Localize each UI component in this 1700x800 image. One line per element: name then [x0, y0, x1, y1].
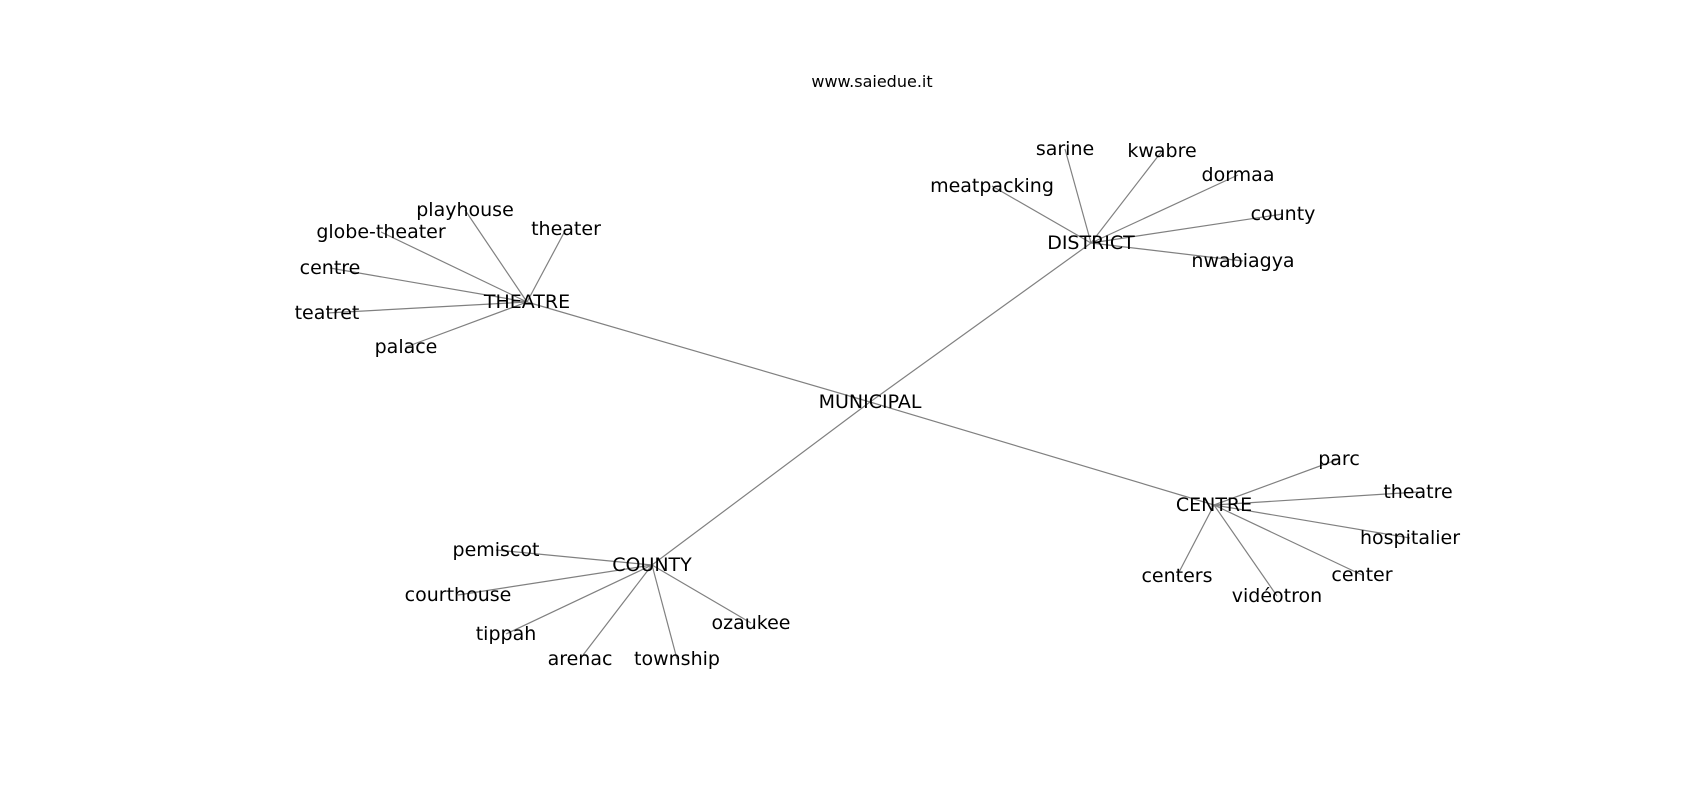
edge-district-leaf	[1090, 213, 1284, 244]
root-node-label: MUNICIPAL	[819, 391, 922, 413]
site-url: www.saiedue.it	[811, 72, 932, 91]
leaf-node-label: courthouse	[405, 584, 512, 606]
edge-county-leaf	[579, 564, 653, 660]
leaf-node-label: sarine	[1036, 138, 1094, 160]
leaf-node-label: parc	[1318, 448, 1360, 470]
leaf-node-label: palace	[375, 336, 438, 358]
edge-theatre-leaf	[326, 301, 528, 314]
leaf-node-label: center	[1331, 564, 1392, 586]
hub-node-label: CENTRE	[1176, 494, 1252, 516]
edge-county-leaf	[505, 564, 653, 635]
hub-node-label: DISTRICT	[1047, 232, 1135, 254]
edge-root-theatre	[526, 301, 871, 403]
edge-theatre-leaf	[380, 231, 528, 303]
leaf-node-label: teatret	[295, 302, 360, 324]
leaf-node-label: nwabiagya	[1191, 250, 1294, 272]
leaf-node-label: theater	[531, 218, 601, 240]
leaf-node-label: hospitalier	[1360, 527, 1460, 549]
leaf-node-label: tippah	[476, 623, 537, 645]
node-labels: MUNICIPAL THEATRE playhouse theater globe-th…	[295, 138, 1461, 670]
leaf-node-label: centre	[300, 257, 361, 279]
hub-node-label: COUNTY	[612, 554, 692, 576]
edge-theatre-leaf	[329, 267, 528, 303]
leaf-node-label: kwabre	[1127, 140, 1196, 162]
leaf-node-label: vidéotron	[1232, 585, 1322, 607]
edge-centre-leaf	[1213, 504, 1278, 597]
leaf-node-label: township	[634, 648, 720, 670]
edge-county-leaf	[651, 564, 678, 660]
edge-district-leaf	[1090, 174, 1239, 244]
edge-centre-leaf	[1213, 458, 1340, 506]
leaf-node-label: county	[1251, 203, 1316, 225]
edge-root-centre	[869, 401, 1215, 506]
leaf-node-label: playhouse	[416, 199, 514, 221]
leaf-node-label: ozaukee	[712, 612, 791, 634]
edge-theatre-leaf	[405, 301, 528, 348]
edge-root-county	[651, 401, 871, 566]
edge-centre-leaf	[1176, 504, 1215, 577]
edge-district-leaf	[1090, 150, 1163, 244]
edge-centre-leaf	[1213, 504, 1363, 576]
edge-county-leaf	[457, 564, 653, 596]
edge-district-leaf	[1064, 148, 1092, 244]
edge-theatre-leaf	[526, 228, 567, 303]
edge-district-leaf	[1090, 242, 1244, 262]
leaf-node-label: dormaa	[1202, 164, 1275, 186]
edge-county-leaf	[651, 564, 752, 624]
edge-root-district	[869, 242, 1092, 403]
leaf-node-label: pemiscot	[453, 539, 540, 561]
leaf-node-label: centers	[1141, 565, 1212, 587]
leaf-node-label: theatre	[1383, 481, 1452, 503]
edge-county-leaf	[495, 549, 653, 566]
edge-centre-leaf	[1213, 491, 1419, 506]
edge-centre-leaf	[1213, 504, 1411, 539]
edges	[326, 148, 1419, 660]
edge-district-leaf	[991, 185, 1092, 244]
hub-node-label: THEATRE	[483, 291, 570, 313]
edge-theatre-leaf	[464, 209, 528, 303]
leaf-node-label: meatpacking	[930, 175, 1054, 197]
leaf-node-label: globe-theater	[316, 221, 446, 243]
leaf-node-label: arenac	[548, 648, 613, 670]
